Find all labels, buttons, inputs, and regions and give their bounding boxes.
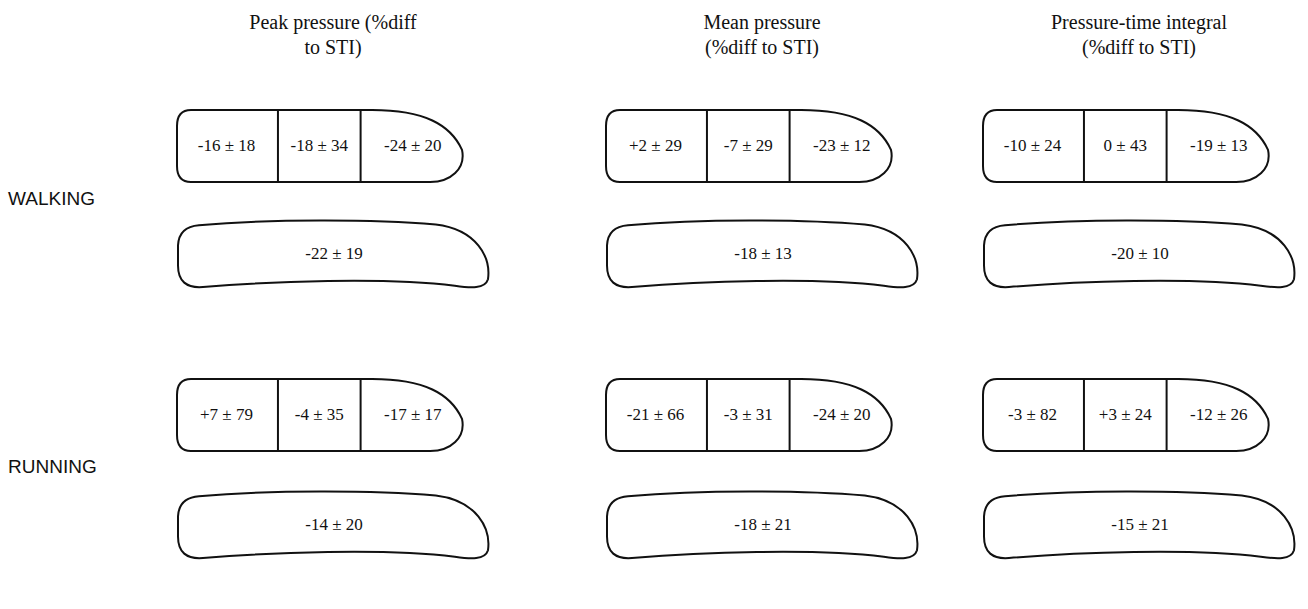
foot-region: -23 ± 12 bbox=[790, 108, 894, 184]
outline-path bbox=[606, 379, 892, 451]
percent-value: -17 ± 17 bbox=[384, 405, 442, 425]
region-divider bbox=[1083, 379, 1085, 451]
region-divider bbox=[789, 110, 791, 182]
foot-region: +3 ± 24 bbox=[1084, 377, 1167, 453]
outline-path bbox=[607, 220, 917, 287]
foot-region: +2 ± 29 bbox=[604, 108, 707, 184]
percent-value: -10 ± 24 bbox=[1004, 136, 1062, 156]
region-divider bbox=[360, 110, 362, 182]
percent-value: -23 ± 12 bbox=[813, 136, 871, 156]
percent-value: -18 ± 34 bbox=[291, 136, 349, 156]
foot-region: -10 ± 24 bbox=[981, 108, 1084, 184]
percent-value: -12 ± 26 bbox=[1190, 405, 1248, 425]
foot-region: 0 ± 43 bbox=[1084, 108, 1167, 184]
outline-path bbox=[177, 379, 463, 451]
percent-value: 0 ± 43 bbox=[1104, 136, 1147, 156]
percent-value: -14 ± 20 bbox=[305, 515, 363, 535]
percent-value: -3 ± 31 bbox=[724, 405, 773, 425]
sole-outline: -18 ± 21 bbox=[604, 489, 922, 561]
foot-region: +7 ± 79 bbox=[175, 377, 278, 453]
outline-path bbox=[983, 110, 1269, 182]
percent-value: -18 ± 21 bbox=[734, 515, 792, 535]
outline-path bbox=[178, 220, 488, 287]
forefoot-outline: -16 ± 18 -18 ± 34 -24 ± 20 bbox=[175, 108, 465, 184]
foot-region: -16 ± 18 bbox=[175, 108, 278, 184]
forefoot-outline: -3 ± 82 +3 ± 24 -12 ± 26 bbox=[981, 377, 1271, 453]
percent-value: -19 ± 13 bbox=[1190, 136, 1248, 156]
outline-path bbox=[984, 220, 1294, 287]
sole-outline: -22 ± 19 bbox=[175, 218, 493, 290]
foot-region: -3 ± 82 bbox=[981, 377, 1084, 453]
percent-value: +7 ± 79 bbox=[200, 405, 253, 425]
column-heading: Mean pressure (%diff to STI) bbox=[677, 10, 847, 60]
percent-value: -22 ± 19 bbox=[305, 244, 363, 264]
outline-path bbox=[177, 110, 463, 182]
column-heading: Pressure-time integral (%diff to STI) bbox=[1034, 10, 1244, 60]
region-divider bbox=[706, 379, 708, 451]
foot-region: -4 ± 35 bbox=[278, 377, 361, 453]
region-divider bbox=[277, 379, 279, 451]
foot-region: -12 ± 26 bbox=[1167, 377, 1271, 453]
outline-path bbox=[607, 491, 917, 558]
foot-region: -17 ± 17 bbox=[361, 377, 465, 453]
foot-region: -18 ± 34 bbox=[278, 108, 361, 184]
percent-value: -21 ± 66 bbox=[627, 405, 685, 425]
sole-outline: -15 ± 21 bbox=[981, 489, 1299, 561]
forefoot-outline: +7 ± 79 -4 ± 35 -17 ± 17 bbox=[175, 377, 465, 453]
foot-region: -19 ± 13 bbox=[1167, 108, 1271, 184]
percent-value: -16 ± 18 bbox=[198, 136, 256, 156]
region-divider bbox=[706, 110, 708, 182]
sole-outline: -18 ± 13 bbox=[604, 218, 922, 290]
region-divider bbox=[1166, 110, 1168, 182]
sole-outline: -14 ± 20 bbox=[175, 489, 493, 561]
percent-value: -20 ± 10 bbox=[1111, 244, 1169, 264]
row-label: WALKING bbox=[8, 188, 95, 210]
percent-value: -4 ± 35 bbox=[295, 405, 344, 425]
forefoot-outline: -21 ± 66 -3 ± 31 -24 ± 20 bbox=[604, 377, 894, 453]
percent-value: +3 ± 24 bbox=[1099, 405, 1152, 425]
percent-value: -18 ± 13 bbox=[734, 244, 792, 264]
outline-path bbox=[984, 491, 1294, 558]
sole-outline: -20 ± 10 bbox=[981, 218, 1299, 290]
percent-value: -24 ± 20 bbox=[813, 405, 871, 425]
region-divider bbox=[277, 110, 279, 182]
percent-value: -7 ± 29 bbox=[724, 136, 773, 156]
foot-region: -3 ± 31 bbox=[707, 377, 790, 453]
region-divider bbox=[789, 379, 791, 451]
row-label: RUNNING bbox=[8, 456, 97, 478]
percent-value: -15 ± 21 bbox=[1111, 515, 1169, 535]
foot-region: -7 ± 29 bbox=[707, 108, 790, 184]
percent-value: +2 ± 29 bbox=[629, 136, 682, 156]
outline-path bbox=[983, 379, 1269, 451]
percent-value: -24 ± 20 bbox=[384, 136, 442, 156]
foot-region: -24 ± 20 bbox=[361, 108, 465, 184]
percent-value: -3 ± 82 bbox=[1008, 405, 1057, 425]
region-divider bbox=[1166, 379, 1168, 451]
outline-path bbox=[178, 491, 488, 558]
column-heading: Peak pressure (%diff to STI) bbox=[248, 10, 418, 60]
region-divider bbox=[1083, 110, 1085, 182]
forefoot-outline: +2 ± 29 -7 ± 29 -23 ± 12 bbox=[604, 108, 894, 184]
foot-region: -24 ± 20 bbox=[790, 377, 894, 453]
forefoot-outline: -10 ± 24 0 ± 43 -19 ± 13 bbox=[981, 108, 1271, 184]
outline-path bbox=[606, 110, 892, 182]
region-divider bbox=[360, 379, 362, 451]
foot-region: -21 ± 66 bbox=[604, 377, 707, 453]
